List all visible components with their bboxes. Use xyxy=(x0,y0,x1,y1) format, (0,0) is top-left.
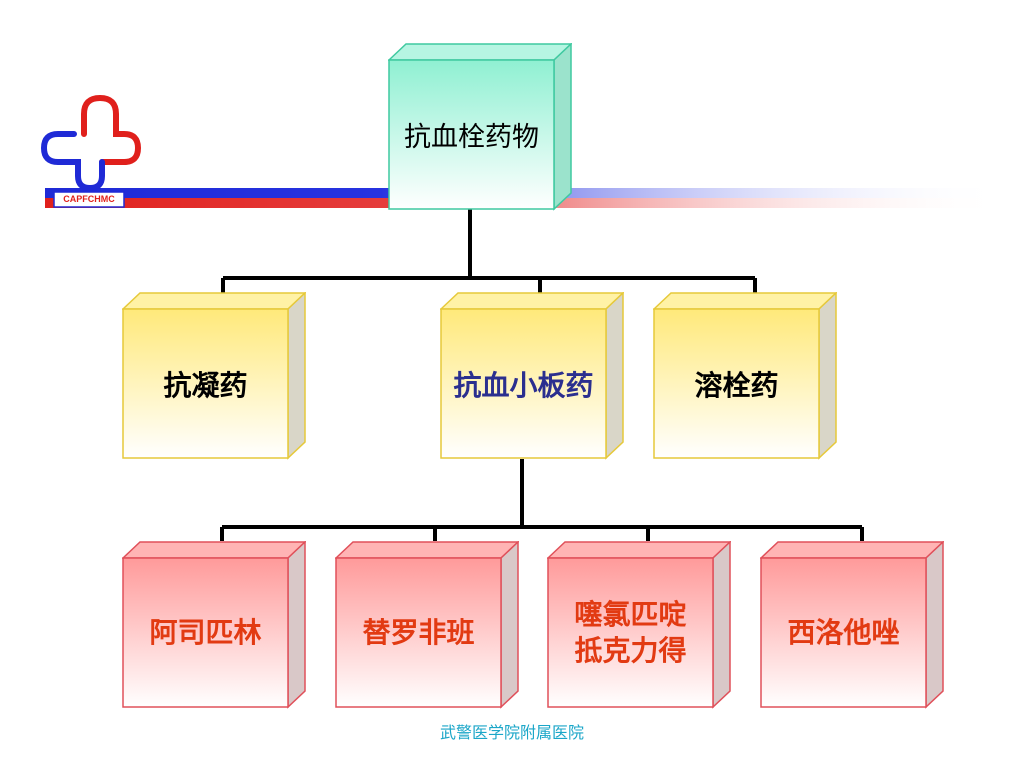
leaf-node-ticlopidine: 噻氯匹啶 抵克力得 xyxy=(547,541,731,709)
mid-node-thrombolytic: 溶栓药 xyxy=(653,292,837,460)
leaf-node-tirofiban: 替罗非班 xyxy=(335,541,519,709)
mid-node-anticoagulant: 抗凝药 xyxy=(122,292,306,460)
leaf-node-label: 阿司匹林 xyxy=(149,615,262,649)
mid-node-label: 抗血小板药 xyxy=(453,368,594,402)
mid-node-label: 溶栓药 xyxy=(694,368,779,402)
mid-node-label: 抗凝药 xyxy=(163,368,248,402)
leaf-node-label: 噻氯匹啶 抵克力得 xyxy=(574,597,687,667)
leaf-node-label: 替罗非班 xyxy=(362,615,475,649)
mid-node-antiplatelet: 抗血小板药 xyxy=(440,292,624,460)
red-blue-cross-logo-icon xyxy=(40,94,142,208)
logo-text: CAPFCHMC xyxy=(63,194,115,204)
root-node-label: 抗血栓药物 xyxy=(404,122,539,153)
leaf-node-aspirin: 阿司匹林 xyxy=(122,541,306,709)
footer-hospital-name: 武警医学院附属医院 xyxy=(439,723,584,742)
hospital-logo: CAPFCHMC xyxy=(38,92,142,210)
leaf-node-cilostazol: 西洛他唑 xyxy=(760,541,944,709)
root-node: 抗血栓药物 xyxy=(388,43,572,211)
leaf-node-label: 西洛他唑 xyxy=(787,615,900,649)
